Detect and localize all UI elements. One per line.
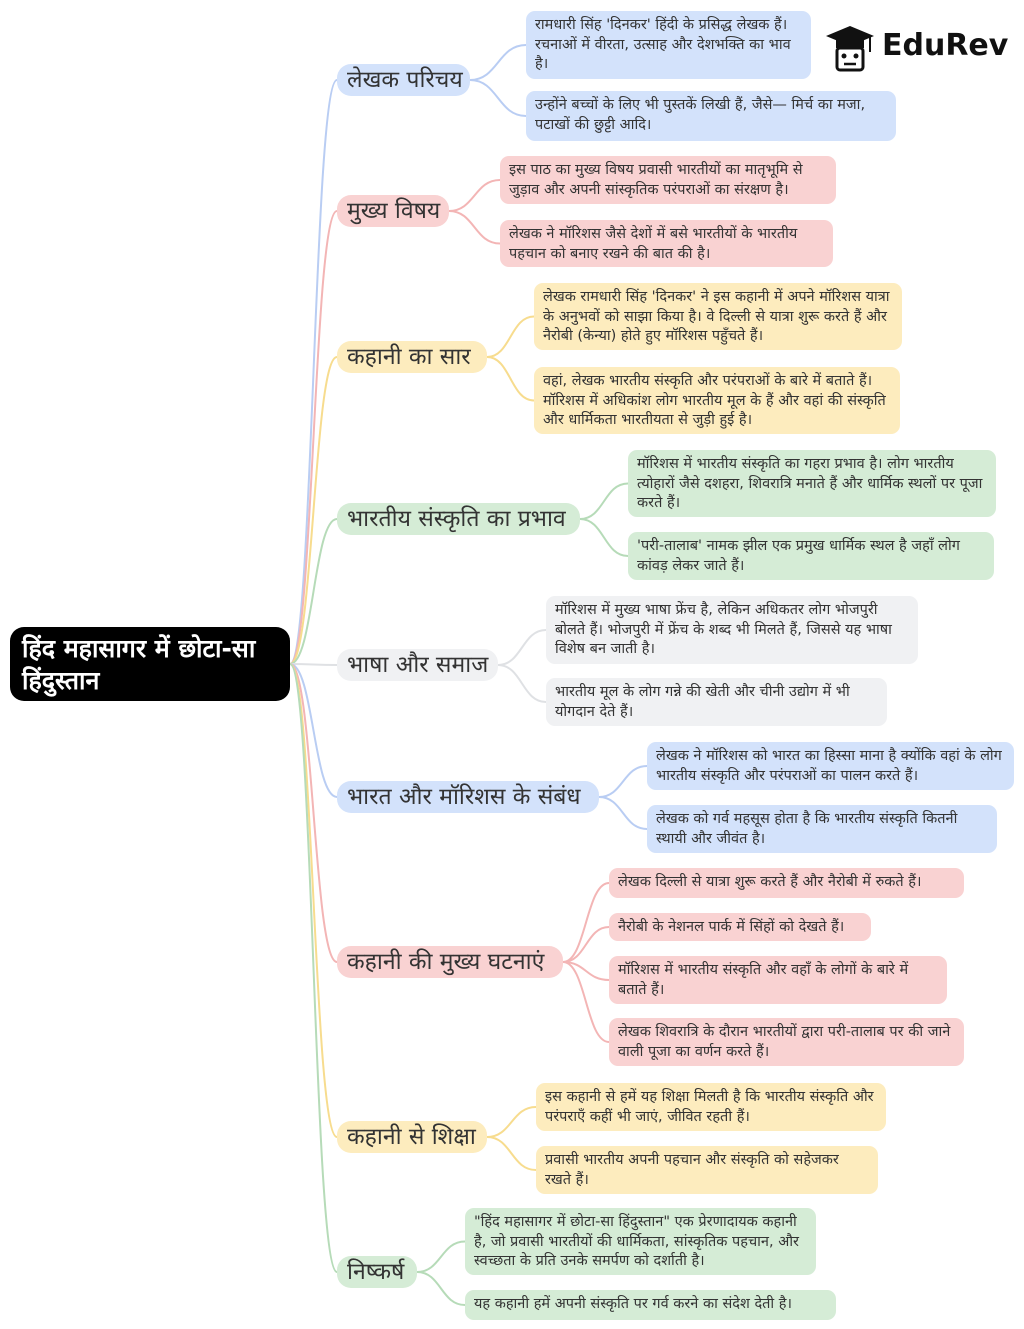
branch-topic[interactable]: भारतीय संस्कृति का प्रभाव bbox=[337, 503, 580, 535]
branch-topic[interactable]: भाषा और समाज bbox=[337, 649, 498, 681]
logo-text: EduRev bbox=[882, 28, 1009, 63]
branch-leaf-connector bbox=[562, 882, 610, 963]
leaf-note[interactable]: लेखक शिवरात्रि के दौरान भारतीयों द्वारा … bbox=[609, 1018, 964, 1066]
root-branch-connector bbox=[289, 518, 338, 665]
leaf-note[interactable]: लेखक रामधारी सिंह 'दिनकर' ने इस कहानी मे… bbox=[534, 283, 902, 350]
branch-leaf-connector bbox=[486, 356, 535, 402]
graduation-cap-icon bbox=[826, 26, 874, 72]
branch-topic[interactable]: कहानी की मुख्य घटनाएं bbox=[337, 946, 563, 978]
branch-leaf-connector bbox=[448, 179, 501, 212]
branch-leaf-connector bbox=[562, 926, 610, 963]
leaf-note[interactable]: लेखक दिल्ली से यात्रा शुरू करते हैं और न… bbox=[609, 868, 964, 898]
branch-leaf-connector bbox=[497, 664, 547, 703]
branch-leaf-connector bbox=[579, 482, 629, 520]
branch-topic[interactable]: भारत और मॉरिशस के संबंध bbox=[337, 781, 599, 813]
leaf-note[interactable]: 'परी-तालाब' नामक झील एक प्रमुख धार्मिक स… bbox=[628, 532, 994, 580]
leaf-note[interactable]: यह कहानी हमें अपनी संस्कृति पर गर्व करने… bbox=[465, 1290, 836, 1320]
leaf-note[interactable]: लेखक ने मॉरिशस को भारत का हिस्सा माना है… bbox=[647, 742, 1014, 790]
branch-topic[interactable]: लेखक परिचय bbox=[337, 64, 470, 96]
branch-leaf-connector bbox=[448, 210, 501, 245]
leaf-note[interactable]: लेखक को गर्व महसूस होता है कि भारतीय संस… bbox=[647, 805, 997, 853]
leaf-note[interactable]: इस पाठ का मुख्य विषय प्रवासी भारतीयों का… bbox=[500, 156, 836, 204]
branch-leaf-connector bbox=[598, 765, 648, 798]
leaf-note[interactable]: मॉरिशस में भारतीय संस्कृति का गहरा प्रभा… bbox=[628, 450, 996, 517]
branch-leaf-connector bbox=[579, 518, 629, 557]
root-branch-connector bbox=[289, 79, 338, 665]
branch-leaf-connector bbox=[416, 1240, 466, 1273]
branch-leaf-connector bbox=[562, 961, 610, 1043]
root-branch-connector bbox=[289, 663, 338, 1138]
branch-leaf-connector bbox=[486, 1106, 537, 1138]
branch-leaf-connector bbox=[486, 315, 535, 358]
leaf-note[interactable]: मॉरिशस में भारतीय संस्कृति और वहाँ के लो… bbox=[609, 956, 947, 1004]
root-topic[interactable]: हिंद महासागर में छोटा-सा हिंदुस्तान bbox=[10, 627, 290, 701]
leaf-note[interactable]: लेखक ने मॉरिशस जैसे देशों में बसे भारतीय… bbox=[500, 220, 833, 267]
branch-leaf-connector bbox=[469, 44, 527, 81]
leaf-note[interactable]: भारतीय मूल के लोग गन्ने की खेती और चीनी … bbox=[546, 678, 887, 726]
branch-leaf-connector bbox=[416, 1271, 466, 1306]
leaf-note[interactable]: इस कहानी से हमें यह शिक्षा मिलती है कि भ… bbox=[536, 1083, 886, 1131]
leaf-note[interactable]: मॉरिशस में मुख्य भाषा फ्रेंच है, लेकिन अ… bbox=[546, 596, 918, 664]
root-branch-connector bbox=[289, 356, 338, 665]
root-branch-connector bbox=[289, 663, 338, 798]
leaf-note[interactable]: वहां, लेखक भारतीय संस्कृति और परंपराओं क… bbox=[534, 367, 900, 434]
branch-leaf-connector bbox=[486, 1136, 537, 1171]
root-branch-connector bbox=[289, 210, 338, 665]
leaf-note[interactable]: नैरोबी के नेशनल पार्क में सिंहों को देखत… bbox=[609, 913, 871, 941]
root-branch-connector bbox=[289, 663, 338, 1273]
leaf-note[interactable]: उन्होंने बच्चों के लिए भी पुस्तकें लिखी … bbox=[526, 91, 896, 141]
edurev-logo[interactable]: EduRev bbox=[812, 12, 1012, 76]
leaf-note[interactable]: रामधारी सिंह 'दिनकर' हिंदी के प्रसिद्ध ल… bbox=[526, 11, 811, 79]
branch-leaf-connector bbox=[469, 79, 527, 117]
leaf-note[interactable]: प्रवासी भारतीय अपनी पहचान और संस्कृति को… bbox=[536, 1146, 878, 1194]
branch-topic[interactable]: निष्कर्ष bbox=[337, 1256, 417, 1288]
leaf-note[interactable]: "हिंद महासागर में छोटा-सा हिंदुस्तान" एक… bbox=[465, 1208, 816, 1275]
branch-topic[interactable]: कहानी से शिक्षा bbox=[337, 1121, 487, 1153]
root-branch-connector bbox=[289, 663, 338, 666]
branch-leaf-connector bbox=[497, 629, 547, 666]
branch-leaf-connector bbox=[598, 796, 648, 830]
branch-topic[interactable]: कहानी का सार bbox=[337, 341, 487, 373]
branch-topic[interactable]: मुख्य विषय bbox=[337, 195, 449, 227]
root-branch-connector bbox=[289, 663, 338, 963]
